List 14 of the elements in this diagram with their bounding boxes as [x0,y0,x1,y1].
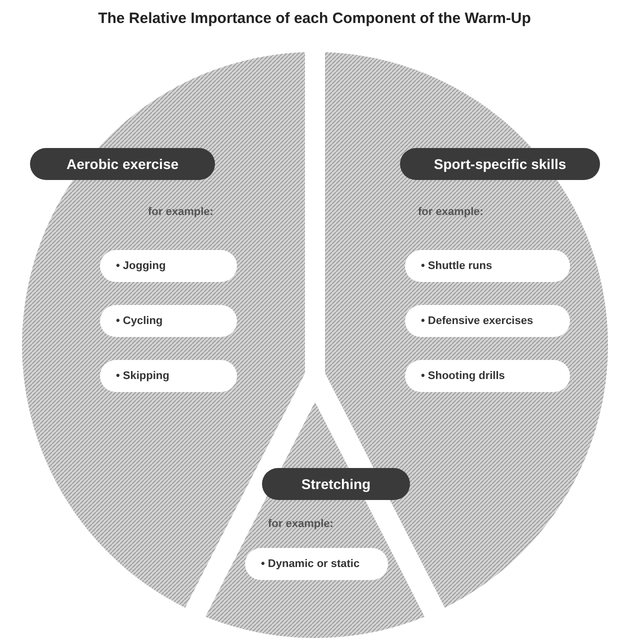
example-caption: for example: [268,518,334,530]
heading-pill: Stretching [262,468,410,500]
example-pill: • Shuttle runs [405,250,570,282]
example-pill: • Cycling [100,305,237,337]
example-pill: • Skipping [100,360,237,392]
example-pill: • Shooting drills [405,360,570,392]
heading-pill: Sport-specific skills [400,148,600,180]
example-caption: for example: [148,206,214,218]
example-pill: • Defensive exercises [405,305,570,337]
heading-pill: Aerobic exercise [30,148,215,180]
example-pill: • Jogging [100,250,237,282]
chart-title: The Relative Importance of each Component of the Warm-Up [97,10,532,27]
example-pill: • Dynamic or static [245,548,388,580]
example-caption: for example: [418,206,484,218]
